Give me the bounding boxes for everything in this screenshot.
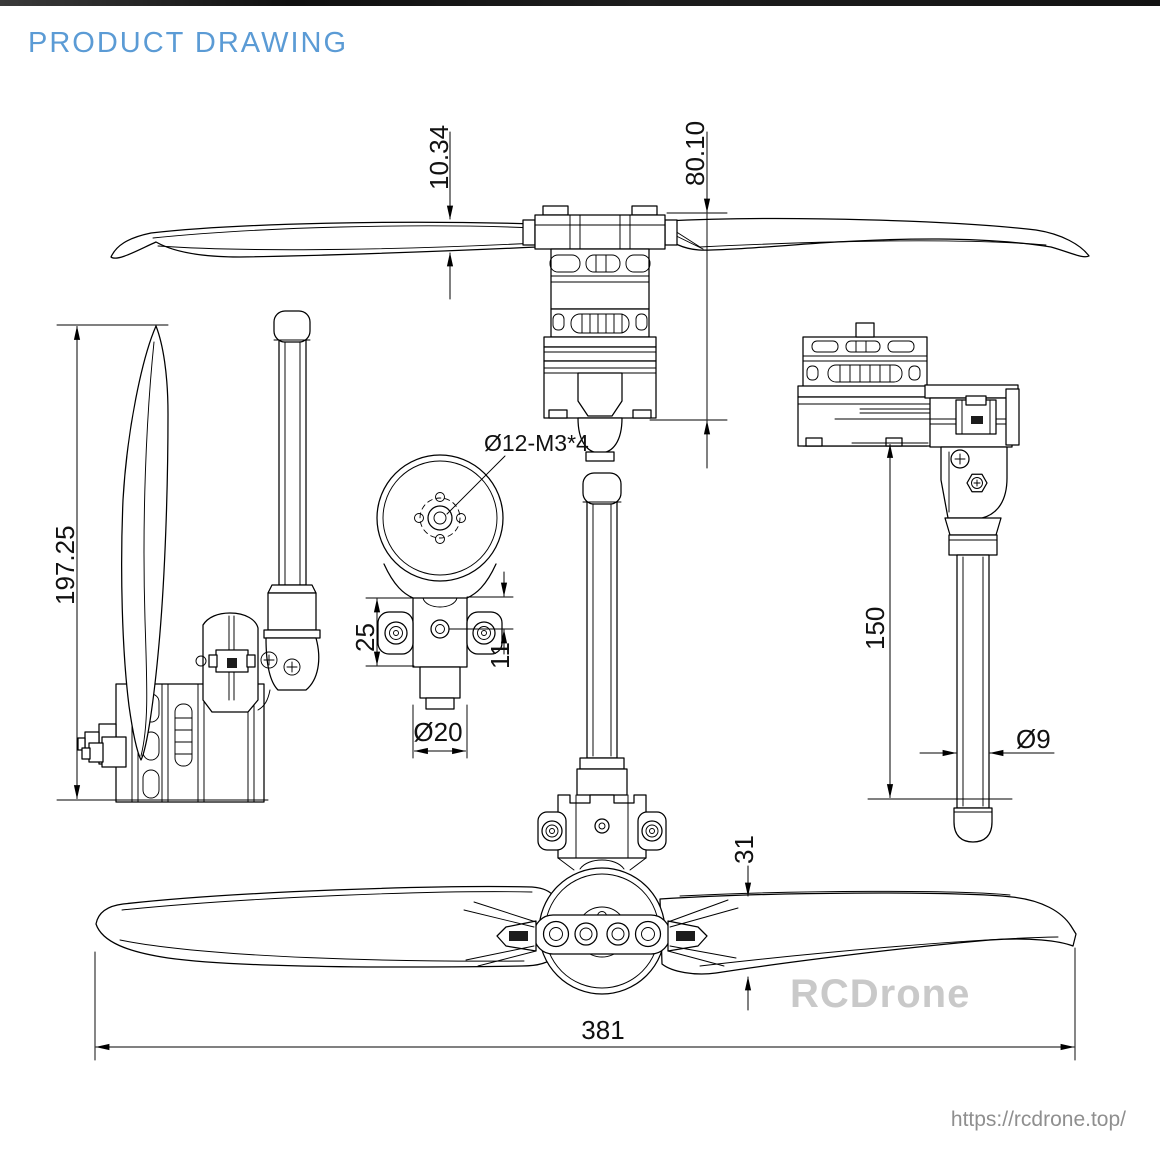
footer-url: https://rcdrone.top/	[950, 1108, 1126, 1131]
dim-blade-chord: 31	[729, 835, 759, 1011]
watermark: RCDrone	[790, 972, 971, 1016]
dim-folded-length: 197.25	[50, 324, 269, 801]
dim-mount-length: 25	[350, 597, 415, 667]
rod-left-view	[257, 310, 321, 711]
page-title: PRODUCT DRAWING	[28, 27, 348, 59]
dim-label-arm-drop-length: 150	[860, 607, 890, 650]
dim-label-mount-length: 25	[350, 623, 380, 652]
rod-front-view	[576, 472, 628, 796]
dim-label-clamp-diameter: Ø20	[413, 717, 462, 747]
dim-label-bolt-pattern: Ø12-M3*4	[484, 430, 589, 456]
propeller-blades-side	[110, 217, 1090, 259]
pivot-link-right-view	[940, 446, 1008, 519]
dim-hole-offset: 11	[448, 571, 515, 669]
blade-clamp-bar	[463, 899, 739, 967]
dim-clamp-diameter: Ø20	[412, 704, 468, 759]
view-left-folded: 197.25	[50, 310, 321, 803]
dim-rod-diameter: Ø9	[919, 724, 1055, 757]
dim-assembly-height: 80.10	[649, 121, 728, 469]
dim-label-folded-length: 197.25	[50, 525, 80, 605]
view-top-elevation: 10.34 80.10	[110, 121, 1090, 469]
propeller-blades-plan	[95, 886, 1077, 975]
motor-right-view	[797, 322, 933, 447]
top-bar	[0, 0, 1160, 6]
pivot-bracket-left-view	[195, 612, 259, 713]
drop-rod-right-view	[944, 517, 1002, 843]
dim-label-assembly-height: 80.10	[680, 121, 710, 186]
dim-label-blade-chord: 31	[729, 835, 759, 864]
view-right-arm: 150 Ø9	[797, 322, 1055, 843]
prop-spinner-left-view	[81, 736, 127, 768]
dim-label-hole-offset: 11	[485, 642, 515, 669]
dim-blade-thickness: 10.34	[424, 125, 454, 300]
view-motor-top: Ø12-M3*4 25 11 Ø20	[350, 430, 589, 759]
label-motor-bolt-pattern: Ø12-M3*4	[446, 430, 589, 515]
prop-clamp-side	[522, 205, 678, 250]
dim-arm-drop-length: 150	[851, 442, 1013, 800]
folded-blade-left-view	[121, 325, 169, 761]
dim-propeller-diameter: 381	[94, 947, 1076, 1061]
mount-bracket-front-view	[537, 794, 667, 871]
dim-label-blade-thickness: 10.34	[424, 125, 454, 190]
view-bottom-plan: 31 381	[94, 472, 1077, 1061]
dim-label-propeller-diameter: 381	[581, 1015, 624, 1045]
dim-label-rod-diameter: Ø9	[1016, 724, 1051, 754]
motor-body-side	[543, 248, 657, 462]
